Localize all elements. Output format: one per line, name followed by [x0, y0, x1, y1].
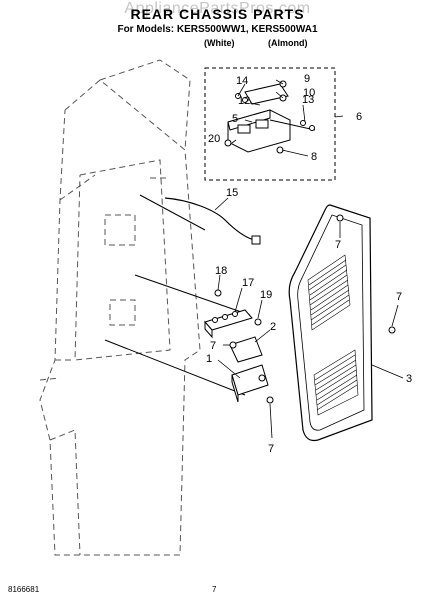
callout-14: 14 — [236, 75, 248, 87]
bracket-2 — [229, 336, 263, 363]
callout-2: 2 — [270, 321, 276, 333]
detail-box — [204, 67, 336, 181]
vent-lower — [313, 349, 359, 416]
callout-17: 17 — [242, 277, 254, 289]
variant-almond: (Almond) — [268, 38, 308, 48]
callout-19: 19 — [260, 289, 272, 301]
callout-6: 6 — [356, 111, 362, 123]
model-line: For Models: KERS500WW1, KERS500WA1 — [117, 24, 318, 35]
callout-5: 5 — [232, 113, 238, 125]
callout-7b: 7 — [210, 340, 216, 352]
part-number: 8166681 — [8, 585, 40, 594]
callout-8: 8 — [311, 151, 317, 163]
back-frame — [104, 194, 251, 396]
callout-15: 15 — [226, 187, 238, 199]
cord-15 — [164, 197, 256, 241]
leader-lines — [214, 79, 404, 439]
callout-13: 13 — [302, 94, 314, 106]
rear-panel-3 — [288, 204, 373, 442]
callout-3: 3 — [406, 373, 412, 385]
watermark: AppliancePartsPros.com — [124, 0, 311, 17]
callout-18: 18 — [215, 265, 227, 277]
terminal-block-17 — [204, 289, 262, 339]
callout-20: 20 — [208, 133, 220, 145]
callout-7a: 7 — [335, 239, 341, 251]
callout-1: 1 — [206, 353, 212, 365]
callout-7c: 7 — [396, 291, 402, 303]
vent-upper — [307, 254, 351, 331]
callout-12: 12 — [238, 95, 250, 107]
panel-screws — [336, 214, 396, 334]
screws-detail — [224, 80, 316, 154]
page-number: 7 — [212, 585, 217, 594]
diagram-title: REAR CHASSIS PARTS — [130, 6, 305, 22]
bracket-1 — [231, 364, 269, 403]
callout-7d: 7 — [268, 443, 274, 455]
range-body-outline — [39, 59, 201, 556]
callout-10: 10 — [303, 87, 315, 99]
variant-white: (White) — [204, 38, 235, 48]
callout-9: 9 — [304, 73, 310, 85]
